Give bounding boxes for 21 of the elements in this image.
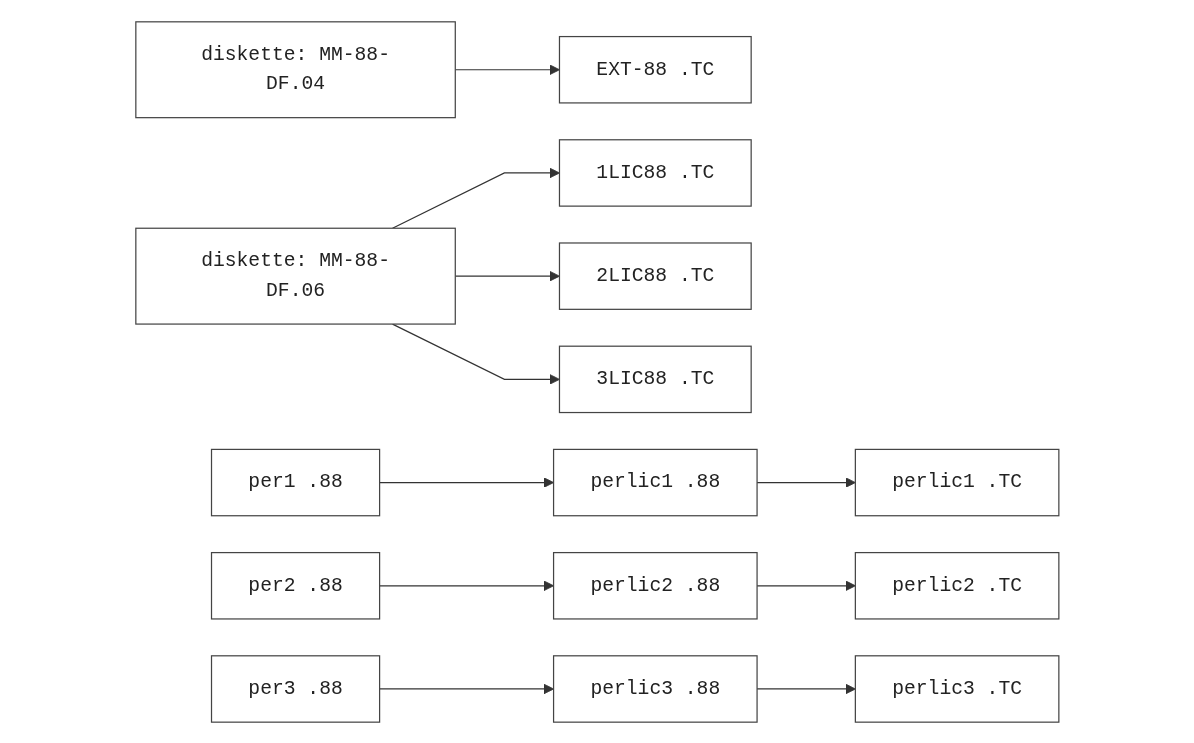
arrow (756, 476, 856, 488)
node-box: perlic1 .TC (854, 448, 1060, 516)
node-box: per3 .88 (210, 654, 380, 723)
node-box: perlic3 .TC (854, 654, 1060, 723)
arrow (756, 579, 856, 591)
node-box: perlic2 .TC (854, 551, 1060, 620)
arrow (454, 63, 560, 75)
node-box: diskette: MM-88-DF.04 (134, 20, 456, 118)
node-box: per1 .88 (210, 448, 380, 516)
node-box: perlic2 .88 (552, 551, 758, 620)
arrow (391, 322, 560, 385)
node-box: diskette: MM-88-DF.06 (134, 227, 456, 325)
node-box: perlic3 .88 (552, 654, 758, 723)
node-box: per2 .88 (210, 551, 380, 620)
node-box: perlic1 .88 (552, 448, 758, 516)
node-box: 3LIC88 .TC (558, 345, 752, 413)
node-box: 1LIC88 .TC (558, 138, 752, 207)
arrow (454, 270, 560, 282)
node-box: EXT-88 .TC (558, 35, 752, 104)
arrow (756, 683, 856, 694)
node-box: 2LIC88 .TC (558, 241, 752, 310)
